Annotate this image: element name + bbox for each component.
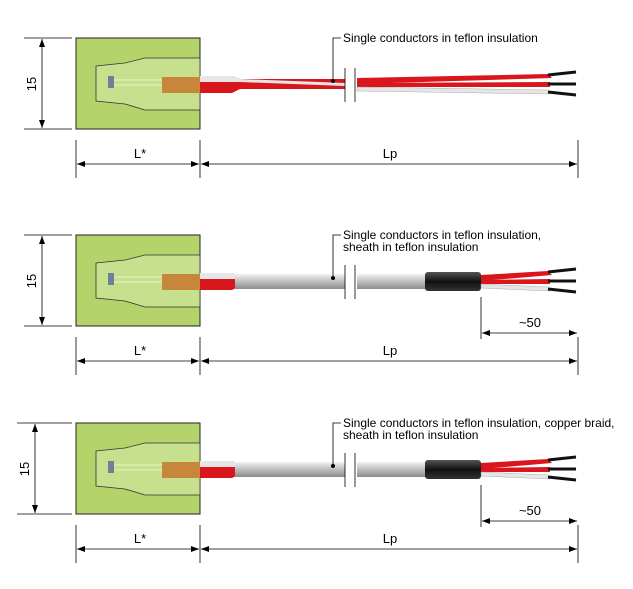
sensor-element <box>108 273 114 285</box>
red-conductor <box>481 467 550 472</box>
l-label: L* <box>134 531 146 546</box>
white-conductor <box>200 76 345 86</box>
white-conductor <box>480 471 551 480</box>
white-conductor <box>480 283 551 292</box>
callout-text: Single conductors in teflon insulation <box>343 31 538 45</box>
cable-sheath <box>235 274 345 289</box>
strip-length-label: ~50 <box>519 503 541 518</box>
callout-leader <box>332 37 341 81</box>
height-label: 15 <box>24 77 39 91</box>
bare-wire-end <box>547 267 577 274</box>
red-conductor <box>481 459 552 469</box>
sensor-panel-3: 15 Single conductors in teflon insulation… <box>17 416 615 563</box>
callout-leader <box>332 234 341 278</box>
l-label: L* <box>134 343 146 358</box>
red-conductor <box>481 279 550 284</box>
sensor-housing-outline <box>95 254 201 308</box>
bare-wire-end <box>547 90 577 97</box>
cable-sheath <box>235 462 345 477</box>
red-conductor <box>481 271 552 281</box>
heat-shrink-sleeve <box>425 272 481 291</box>
bare-wire-end <box>547 475 577 482</box>
strip-length-label: ~50 <box>519 315 541 330</box>
callout-text: sheath in teflon insulation <box>343 240 478 254</box>
bare-wire-end <box>547 287 577 294</box>
sensor-tip <box>162 77 200 93</box>
sensor-element <box>108 76 114 88</box>
bare-wire-end <box>547 70 577 77</box>
callout-text: Single conductors in teflon insulation, <box>343 228 541 242</box>
sensor-panel-2: 15 Single conductors in teflon insulation… <box>24 228 579 375</box>
lp-label: Lp <box>383 146 397 161</box>
callout-text: Single conductors in teflon insulation, … <box>343 416 615 430</box>
red-conductor <box>357 74 552 84</box>
height-label: 15 <box>17 462 32 476</box>
heat-shrink-sleeve <box>425 460 481 479</box>
callout-text: sheath in teflon insulation <box>343 428 478 442</box>
height-label: 15 <box>24 274 39 288</box>
l-label: L* <box>134 146 146 161</box>
sensor-housing-outline <box>95 57 201 111</box>
white-conductor <box>356 86 551 95</box>
lp-label: Lp <box>383 343 397 358</box>
cable-sheath <box>357 462 427 477</box>
bare-wire-end <box>547 455 577 462</box>
sensor-panel-1: 15 Single conductors in teflon insulation… <box>24 31 579 178</box>
sensor-housing-outline <box>95 442 201 496</box>
sensor-tip <box>162 462 200 478</box>
sensor-element <box>108 461 114 473</box>
red-conductor <box>357 82 550 87</box>
sensor-tip <box>162 274 200 290</box>
lp-label: Lp <box>383 531 397 546</box>
callout-leader <box>332 422 341 466</box>
cable-sheath <box>357 274 427 289</box>
